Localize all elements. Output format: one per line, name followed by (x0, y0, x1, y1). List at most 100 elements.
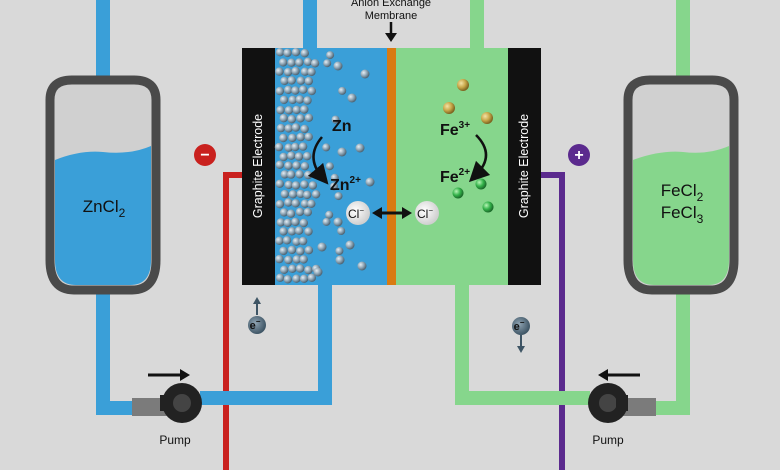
zinc-particle (284, 106, 294, 115)
zinc-particle (280, 265, 289, 274)
zinc-particle (338, 86, 347, 95)
zinc-particle (335, 247, 344, 255)
zinc-particle (287, 58, 296, 67)
zinc-particle (295, 58, 304, 67)
zinc-particle (276, 105, 285, 115)
zinc-particle (335, 255, 345, 265)
zinc-particle (275, 200, 285, 209)
zinc-particle (325, 210, 334, 219)
zinc-particle (287, 76, 296, 85)
zinc-particle (304, 113, 314, 123)
positive-wire (541, 172, 565, 470)
zinc-particle (279, 58, 288, 67)
zinc-particle (330, 182, 338, 191)
zinc-particle (304, 265, 313, 275)
fe3-particle (443, 102, 455, 114)
zinc-particle (299, 255, 308, 264)
fe2-label: Fe2+ (440, 167, 470, 186)
zinc-particle (284, 161, 293, 170)
zinc-particle (279, 208, 289, 217)
zinc-particle (292, 255, 302, 264)
zinc-particle (295, 170, 304, 179)
svg-text:+: + (574, 147, 583, 164)
zinc-particle (300, 180, 309, 189)
chloride-right-ball (415, 201, 439, 225)
zinc-particle (300, 67, 310, 76)
zinc-particle (313, 267, 323, 277)
zinc-particle (286, 209, 296, 218)
zncl2-tank (45, 75, 161, 295)
zinc-particle (292, 105, 301, 115)
catholyte-chamber (396, 48, 508, 285)
zinc-particle (287, 227, 297, 236)
left-pump-label: Pump (159, 433, 191, 447)
right-graphite-electrode (508, 48, 541, 285)
fe2-particle (475, 178, 487, 190)
right-pump (588, 383, 656, 423)
zinc-particle (282, 236, 292, 245)
zinc-particle (283, 67, 293, 77)
zinc-particle (311, 190, 321, 199)
zinc-particle (299, 85, 308, 94)
zinc-particle (307, 67, 316, 77)
zinc-particle (307, 199, 316, 208)
zinc-particle (300, 199, 310, 208)
zinc-particle (287, 151, 296, 160)
zinc-particle (322, 143, 331, 152)
zinc-particle (284, 255, 293, 265)
chloride-right-label: Cl− (417, 206, 433, 221)
zinc-particle (300, 49, 309, 58)
zinc-particle (292, 274, 301, 283)
zinc-particle (279, 95, 289, 105)
zinc-particle (295, 95, 305, 104)
zinc-particle (308, 181, 318, 190)
fecl3-label: FeCl3 (661, 203, 704, 226)
zinc-particle (310, 59, 320, 68)
zinc-particle (330, 173, 339, 182)
membrane-label-line2: Membrane (365, 10, 418, 22)
zinc-particle (303, 152, 312, 161)
fe3-particle (481, 112, 493, 124)
zinc-particle (333, 61, 343, 71)
zinc-particle (345, 240, 355, 250)
zinc-particle (291, 66, 300, 76)
zinc-particle (295, 207, 305, 217)
zinc-particle (279, 152, 288, 162)
zinc-particle (360, 69, 370, 79)
zinc-particle (296, 132, 305, 142)
zinc-particle (304, 227, 313, 236)
zinc-particle (291, 142, 300, 152)
zncl2-label: ZnCl2 (83, 197, 126, 220)
zinc-particle (279, 133, 288, 143)
chloride-exchange-arrow (372, 207, 412, 219)
zinc-particle (286, 170, 296, 179)
membrane-label-line1: Anion Exchange (351, 0, 431, 9)
zinc-particle (275, 48, 285, 57)
zinc-particle (304, 170, 313, 180)
zinc-particle (280, 76, 289, 86)
zinc-particle (294, 226, 304, 235)
zn-redox-arrows (307, 136, 329, 185)
zinc-particle (296, 189, 305, 199)
right-pump-label: Pump (592, 433, 624, 447)
zinc-particle (291, 86, 300, 95)
zinc-particle (296, 76, 306, 85)
zinc-particle (276, 218, 285, 227)
fe2-particle (452, 187, 464, 199)
zinc-particle (275, 254, 284, 264)
zn-label: Zn (332, 118, 352, 135)
zn2-label: Zn2+ (330, 175, 361, 194)
zinc-particle (300, 162, 310, 171)
zinc-particle (283, 275, 292, 284)
zinc-particle (284, 124, 293, 133)
zinc-particle (274, 142, 284, 152)
right-electrode-label: Graphite Electrode (517, 114, 531, 218)
zinc-particle (298, 142, 308, 151)
zinc-particle (292, 237, 301, 246)
zinc-particle (299, 218, 308, 228)
zinc-particle (325, 162, 334, 171)
fe2-particle (482, 201, 494, 213)
negative-wire (223, 172, 242, 470)
zinc-particle (299, 274, 309, 283)
svg-text:−: − (200, 147, 209, 164)
